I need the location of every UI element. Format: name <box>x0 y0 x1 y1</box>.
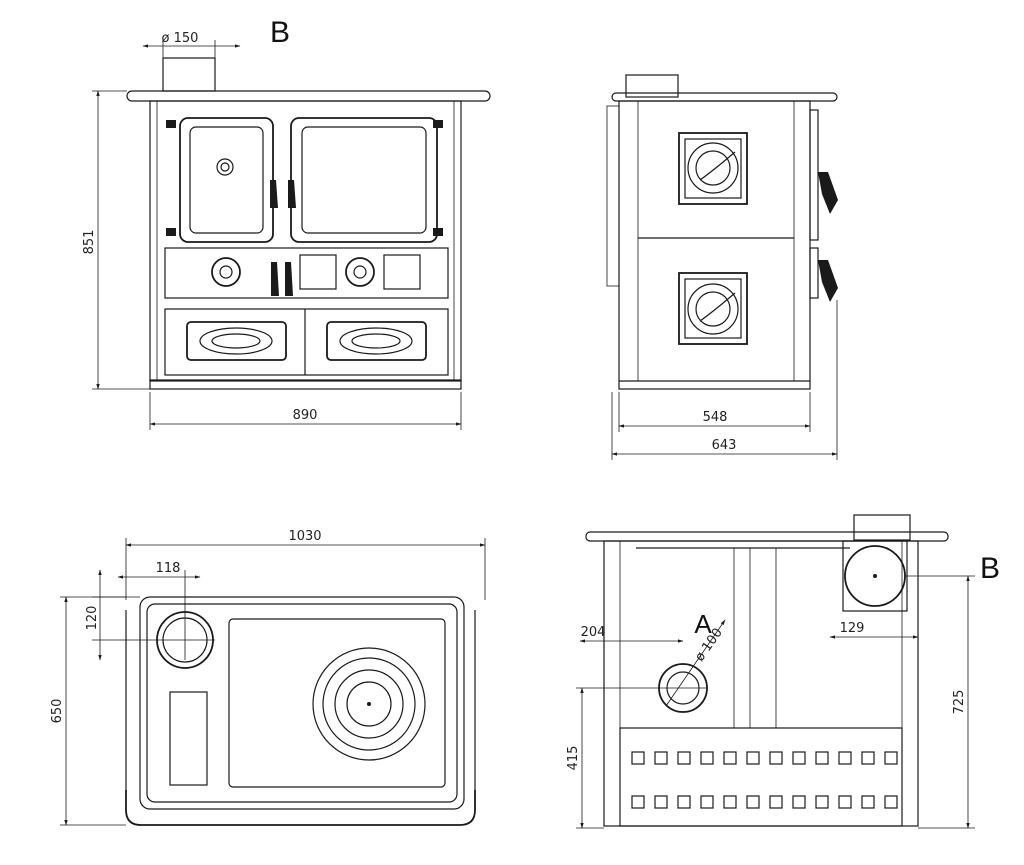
side-total-depth-label: 643 <box>712 438 737 453</box>
rear-flue-letter: B <box>980 552 1000 585</box>
front-dimensions: ø 150 B 851 890 <box>82 16 462 430</box>
rear-inlet-height-label: 415 <box>566 746 581 771</box>
top-flue-offset-x-label: 118 <box>156 561 181 576</box>
top-depth-label: 650 <box>50 699 65 724</box>
top-flue-offset-y-label: 120 <box>85 606 100 631</box>
rear-vent-grille <box>631 751 898 809</box>
top-view <box>125 596 476 826</box>
front-flue-letter: B <box>270 16 290 49</box>
rear-inlet-offset-x-label: 204 <box>581 625 606 640</box>
front-width-label: 890 <box>293 408 318 423</box>
rear-flue-height-label: 725 <box>952 690 967 715</box>
side-body-depth-label: 548 <box>703 410 728 425</box>
side-view <box>606 74 838 390</box>
rear-flue-offset-x-label: 129 <box>840 621 865 636</box>
rear-view <box>585 514 949 827</box>
top-dimensions: 1030 118 120 650 <box>50 529 486 826</box>
side-dimensions: 548 643 <box>611 300 838 460</box>
front-height-label: 851 <box>82 230 97 255</box>
top-width-label: 1030 <box>288 529 321 544</box>
rear-inlet-letter: A <box>694 609 712 639</box>
rear-dimensions: A B 204 ø 100 129 415 725 <box>566 552 1000 829</box>
front-view <box>126 57 491 390</box>
front-flue-diameter-label: ø 150 <box>162 31 199 46</box>
